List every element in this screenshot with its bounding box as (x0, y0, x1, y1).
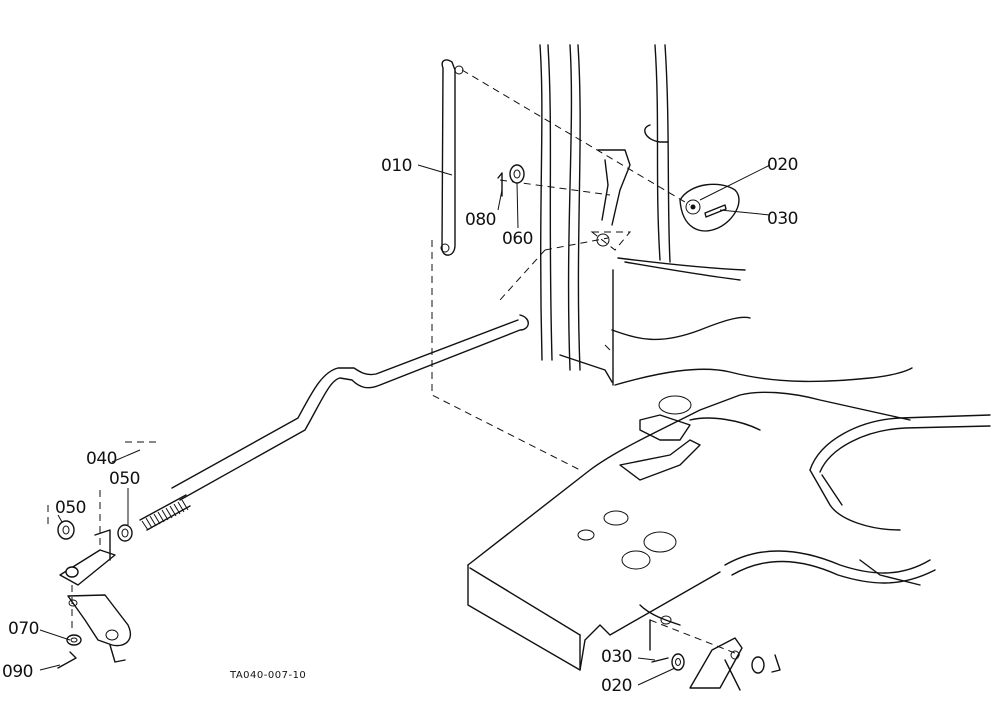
step-platform (467, 391, 911, 671)
label-050-right: 050 (109, 469, 140, 489)
spring (139, 494, 191, 531)
cover-plate (679, 183, 740, 232)
drawing-code: TA040-007-10 (229, 670, 306, 681)
fender-panel (539, 44, 913, 386)
rod-010 (440, 59, 464, 256)
label-070: 070 (8, 619, 39, 639)
label-090: 090 (2, 662, 33, 682)
label-040: 040 (86, 449, 117, 469)
label-050-left: 050 (55, 498, 86, 518)
label-080: 080 (465, 210, 496, 230)
washer-060 (509, 164, 525, 184)
lower-bracket-assembly (651, 637, 781, 691)
part-number-labels: 010 020 030 080 060 040 050 050 070 090 … (2, 155, 798, 696)
label-030: 030 (767, 209, 798, 229)
label-020-lower: 020 (601, 676, 632, 696)
leader-lines (39, 164, 771, 686)
label-060: 060 (502, 229, 533, 249)
floor-frame (724, 414, 991, 586)
clevis-assembly (57, 520, 133, 669)
pedal-lever (590, 149, 632, 251)
shift-rod (139, 314, 529, 531)
label-010: 010 (381, 156, 412, 176)
label-030-lower: 030 (601, 647, 632, 667)
label-020: 020 (767, 155, 798, 175)
